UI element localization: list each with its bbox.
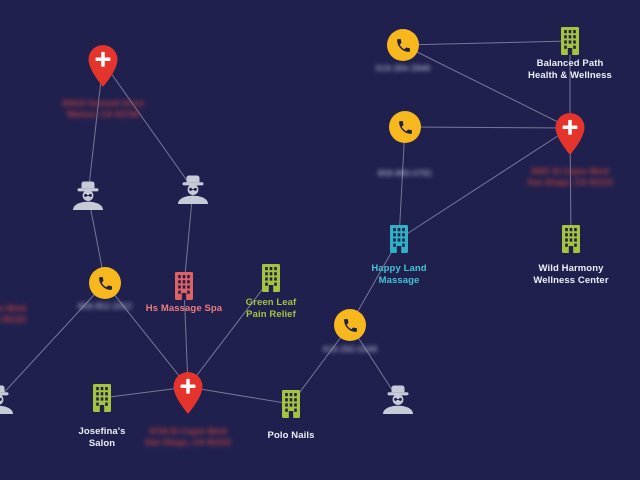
phone-label-4: 619-292-5048 xyxy=(322,344,378,354)
phone-label-2: 858-880-0791 xyxy=(377,168,433,178)
edge xyxy=(402,44,571,129)
phone-icon xyxy=(396,38,410,52)
phone-label-3: 858-952-2052 xyxy=(77,301,133,311)
building-icon xyxy=(561,27,579,55)
business-node-polo-nails[interactable] xyxy=(279,390,303,418)
building-icon xyxy=(175,272,193,300)
business-node-josefinas-salon[interactable] xyxy=(90,384,114,412)
incognito-person-icon xyxy=(0,385,13,414)
phone-icon xyxy=(98,276,112,290)
phone-node-1[interactable] xyxy=(387,29,419,61)
incognito-person-icon xyxy=(178,175,208,204)
person-node-2[interactable] xyxy=(175,174,211,204)
edge xyxy=(398,127,571,240)
edge xyxy=(187,386,292,405)
location-pin-icon xyxy=(88,45,118,87)
business-node-hs-massage[interactable] xyxy=(172,272,196,300)
edge xyxy=(183,285,189,388)
business-node-happy-land[interactable] xyxy=(387,225,411,253)
phone-icon xyxy=(343,318,357,332)
business-label-happy-land: Happy Land Massage xyxy=(371,263,427,287)
business-label-green-leaf: Green Leaf Pain Relief xyxy=(245,297,297,321)
building-icon xyxy=(262,264,280,292)
edge xyxy=(402,40,571,46)
edge xyxy=(87,61,104,196)
business-label-wild-harmony: Wild Harmony Wellness Center xyxy=(533,263,609,287)
address-label-partial: El Cajon Blvd CA 92115 xyxy=(0,303,26,325)
edge xyxy=(404,126,571,129)
incognito-person-icon xyxy=(73,181,103,210)
business-node-balanced-path[interactable] xyxy=(558,27,582,55)
building-icon xyxy=(93,384,111,412)
business-label-balanced-path: Balanced Path Health & Wellness xyxy=(528,58,612,82)
phone-icon xyxy=(398,120,412,134)
business-label-polo-nails: Polo Nails xyxy=(267,430,315,441)
business-label-josefinas-salon: Josefina's Salon xyxy=(78,426,126,450)
phone-node-2[interactable] xyxy=(389,111,421,143)
phone-node-4[interactable] xyxy=(334,309,366,341)
business-node-wild-harmony[interactable] xyxy=(559,225,583,253)
address-label-el-cajon-5697: 5697 El Cajon Blvd San Diego, CA 92115 xyxy=(527,166,613,188)
phone-node-3[interactable] xyxy=(89,267,121,299)
building-icon xyxy=(282,390,300,418)
edge xyxy=(102,61,194,190)
incognito-person-icon xyxy=(383,385,413,414)
building-icon xyxy=(562,225,580,253)
location-node-el-cajon-5697[interactable] xyxy=(553,112,587,156)
business-label-hs-massage: Hs Massage Spa xyxy=(145,303,223,314)
person-node-1[interactable] xyxy=(70,180,106,210)
edge xyxy=(183,188,194,287)
address-label-walnut: 20410 Summit Drive Walnut, CA 91709 xyxy=(61,98,145,120)
address-label-el-cajon-4724: 4724 El Cajon Blvd San Diego, CA 92115 xyxy=(145,426,231,448)
location-node-el-cajon-4724[interactable] xyxy=(171,371,205,415)
edge xyxy=(101,386,189,399)
person-node-3[interactable] xyxy=(380,384,416,414)
location-node-walnut[interactable] xyxy=(86,44,120,88)
phone-label-1: 619-284-2848 xyxy=(375,63,431,73)
edge xyxy=(0,282,106,398)
location-pin-icon xyxy=(555,113,585,155)
building-icon xyxy=(390,225,408,253)
edge xyxy=(398,126,406,240)
person-node-4[interactable] xyxy=(0,384,16,414)
edge xyxy=(187,277,272,388)
business-node-green-leaf[interactable] xyxy=(259,264,283,292)
edge xyxy=(104,282,189,388)
location-pin-icon xyxy=(173,372,203,414)
